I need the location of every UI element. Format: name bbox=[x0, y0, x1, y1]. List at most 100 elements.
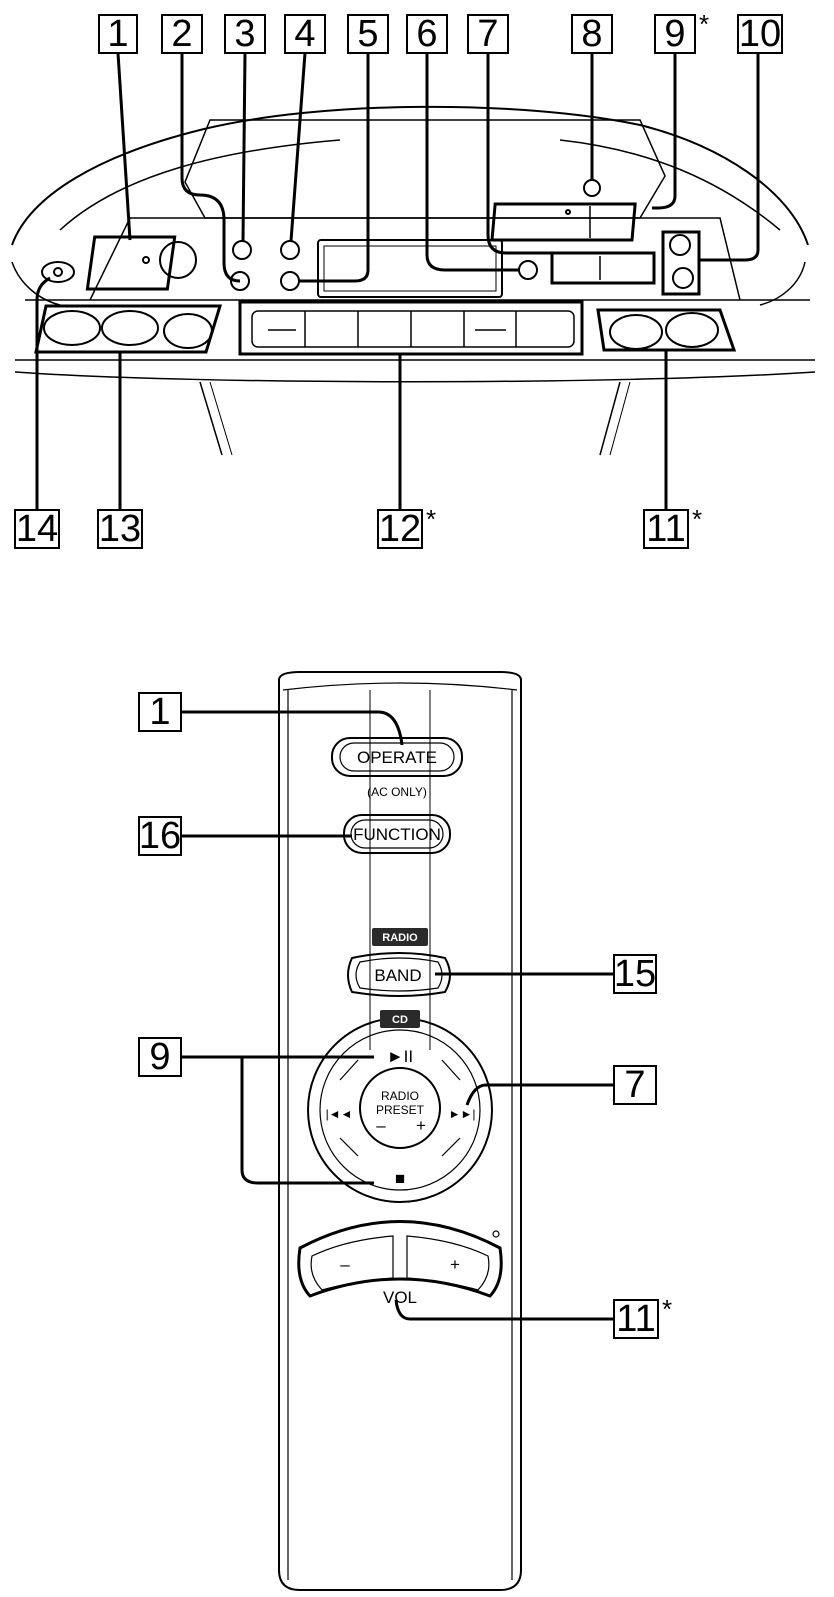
unit-body-outline bbox=[11, 105, 809, 246]
callout-number: 7 bbox=[477, 13, 498, 55]
callout-box bbox=[613, 1299, 659, 1339]
callout-b12: 12* bbox=[377, 504, 436, 550]
callout-box bbox=[643, 509, 689, 549]
unit-track-buttons-7[interactable] bbox=[550, 251, 656, 285]
callout-box bbox=[138, 816, 182, 856]
unit-cd-buttons-9[interactable] bbox=[490, 202, 637, 242]
stop-icon: ■ bbox=[395, 1169, 405, 1188]
top-leader-lines bbox=[35, 52, 760, 510]
callout-box bbox=[467, 14, 509, 54]
callout-r1: 1 bbox=[138, 691, 182, 733]
callout-box bbox=[406, 14, 448, 54]
vol-minus: – bbox=[340, 1255, 350, 1274]
remote-band-button[interactable] bbox=[347, 952, 451, 997]
callout-t3: 3 bbox=[224, 13, 266, 55]
callout-number: 5 bbox=[357, 13, 378, 55]
callout-box bbox=[347, 14, 389, 54]
radio-section-label-bg bbox=[372, 928, 428, 946]
unit-operate-button[interactable] bbox=[159, 241, 197, 279]
callout-t5: 5 bbox=[347, 13, 389, 55]
callout-number: 2 bbox=[171, 13, 192, 55]
callout-t2: 2 bbox=[161, 13, 203, 55]
unit-body-inner-arc bbox=[59, 139, 341, 231]
callout-number: 3 bbox=[234, 13, 255, 55]
cd-section-label: CD bbox=[392, 1014, 408, 1026]
callout-number: 4 bbox=[294, 13, 315, 55]
operate-label: OPERATE bbox=[357, 748, 437, 767]
callout-t7: 7 bbox=[467, 13, 509, 55]
remote-leader-lines bbox=[181, 710, 614, 1321]
callout-asterisk: * bbox=[692, 504, 702, 534]
callout-b14: 14 bbox=[14, 508, 60, 550]
callout-t1: 1 bbox=[98, 13, 138, 55]
next-track-icon: ►►| bbox=[449, 1107, 476, 1121]
callout-t6: 6 bbox=[406, 13, 448, 55]
unit-buttons-10[interactable] bbox=[661, 230, 701, 296]
callout-box bbox=[98, 14, 138, 54]
right-side-curve bbox=[759, 261, 806, 306]
remote-body bbox=[278, 671, 522, 1591]
callout-box bbox=[613, 954, 657, 994]
callout-number: 1 bbox=[107, 13, 128, 55]
left-side-curve bbox=[11, 261, 61, 306]
remote-labels: OPERATE (AC ONLY) FUNCTION RADIO BAND CD… bbox=[326, 748, 476, 1307]
unit-button-6[interactable] bbox=[518, 260, 538, 280]
callout-r7: 7 bbox=[613, 1064, 657, 1106]
ac-only-label: (AC ONLY) bbox=[367, 785, 427, 799]
unit-button-2[interactable] bbox=[230, 271, 250, 291]
unit-left-leg bbox=[199, 381, 223, 456]
remote-vol-button[interactable] bbox=[297, 1220, 503, 1298]
preset-plus: + bbox=[416, 1116, 426, 1135]
callout-t8: 8 bbox=[571, 13, 613, 55]
function-label: FUNCTION bbox=[353, 825, 441, 844]
callout-box bbox=[613, 1065, 657, 1105]
callout-box bbox=[97, 509, 143, 549]
callout-box bbox=[654, 14, 696, 54]
callout-number: 1 bbox=[149, 691, 170, 733]
callout-box bbox=[138, 1037, 182, 1077]
previous-track-icon: |◄◄ bbox=[326, 1107, 353, 1121]
unit-right-leg bbox=[599, 381, 621, 456]
remote-function-button[interactable] bbox=[343, 814, 451, 854]
callout-t10: 10 bbox=[737, 13, 783, 55]
callout-number: 12 bbox=[379, 508, 421, 550]
callout-number: 14 bbox=[16, 508, 58, 550]
remote-operate-button[interactable] bbox=[331, 737, 463, 777]
callout-number: 9 bbox=[664, 13, 685, 55]
callout-box bbox=[284, 14, 326, 54]
unit-buttons-13[interactable] bbox=[34, 304, 223, 354]
callout-number: 13 bbox=[99, 508, 141, 550]
callout-box bbox=[161, 14, 203, 54]
callout-number: 6 bbox=[416, 13, 437, 55]
callout-number: 9 bbox=[149, 1036, 170, 1078]
callout-t4: 4 bbox=[284, 13, 326, 55]
callout-box bbox=[377, 509, 423, 549]
unit-button-4[interactable] bbox=[280, 240, 300, 260]
callout-box bbox=[138, 692, 182, 732]
remote-preset-button[interactable] bbox=[359, 1067, 441, 1149]
remote-drawing bbox=[278, 671, 522, 1591]
preset-minus: – bbox=[376, 1116, 386, 1135]
unit-button-5[interactable] bbox=[280, 271, 300, 291]
callout-number: 16 bbox=[139, 815, 181, 857]
vol-plus: + bbox=[450, 1255, 460, 1274]
vol-label: VOL bbox=[383, 1288, 417, 1307]
callout-r9: 9 bbox=[138, 1036, 182, 1078]
callout-asterisk: * bbox=[699, 9, 709, 39]
callout-asterisk: * bbox=[662, 1294, 672, 1324]
callout-number: 11 bbox=[616, 1298, 655, 1340]
callout-number: 15 bbox=[614, 953, 656, 995]
callout-b11: 11* bbox=[643, 504, 702, 550]
radio-section-label: RADIO bbox=[382, 932, 418, 944]
unit-button-3[interactable] bbox=[232, 240, 252, 260]
play-pause-icon: ►II bbox=[387, 1047, 413, 1066]
unit-tape-buttons-12[interactable] bbox=[238, 300, 584, 356]
callout-asterisk: * bbox=[426, 504, 436, 534]
unit-volume-buttons-11[interactable] bbox=[596, 308, 737, 352]
preset-label-line1: RADIO bbox=[381, 1089, 419, 1103]
callout-box bbox=[14, 509, 60, 549]
callout-b13: 13 bbox=[97, 508, 143, 550]
unit-operate-panel bbox=[85, 235, 177, 291]
